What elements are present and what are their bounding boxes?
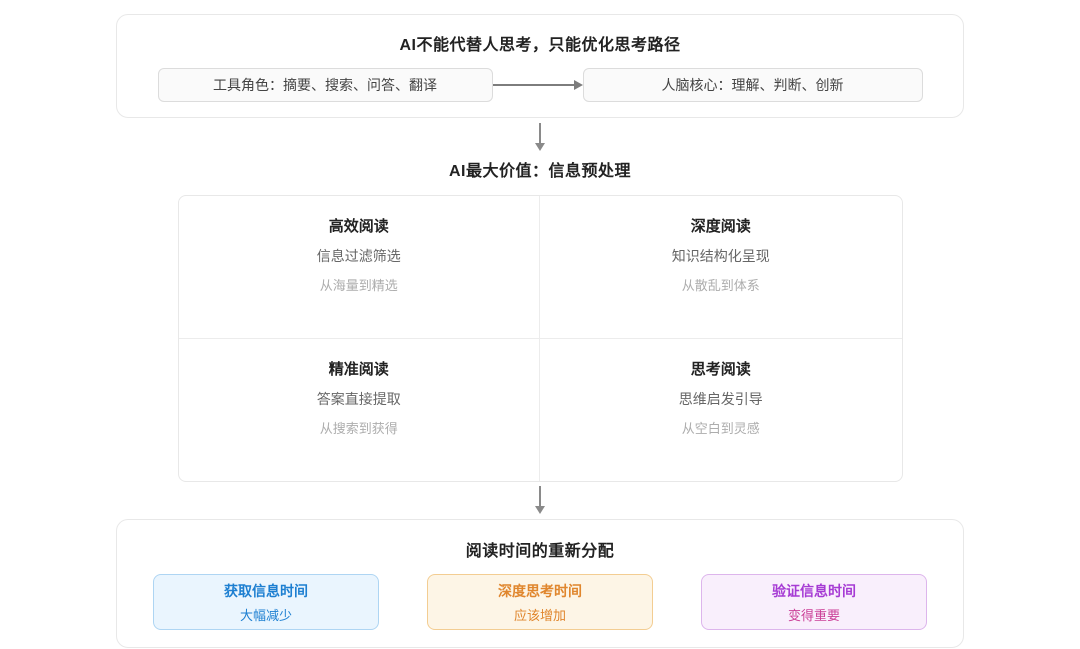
arrow-right-icon bbox=[492, 80, 583, 90]
ai-role-panel: AI不能代替人思考，只能优化思考路径 工具角色：摘要、搜索、问答、翻译 人脑核心… bbox=[116, 14, 964, 118]
arrow-stem bbox=[539, 486, 541, 506]
preprocessing-heading: AI最大价值：信息预处理 bbox=[448, 163, 631, 180]
quadrant-thinking-reading: 思考阅读 思维启发引导 从空白到灵感 bbox=[540, 339, 902, 482]
arrow-head bbox=[535, 506, 545, 514]
quadrant-title: 深度阅读 bbox=[690, 218, 751, 235]
quadrant-note: 从海量到精选 bbox=[319, 278, 398, 293]
ai-role-panel-title: AI不能代替人思考，只能优化思考路径 bbox=[399, 37, 681, 54]
time-allocation-title: 阅读时间的重新分配 bbox=[465, 543, 615, 560]
time-card-subtitle: 变得重要 bbox=[787, 607, 840, 623]
arrow-head bbox=[573, 80, 583, 90]
arrow-head bbox=[535, 143, 545, 151]
brain-core-label: 人脑核心：理解、判断、创新 bbox=[661, 77, 844, 93]
time-card-title: 验证信息时间 bbox=[772, 582, 856, 599]
quadrant-note: 从搜索到获得 bbox=[319, 420, 398, 436]
quadrant-deep-reading: 深度阅读 知识结构化呈现 从散乱到体系 bbox=[540, 196, 902, 339]
arrow-down-icon bbox=[535, 486, 545, 514]
quadrant-note: 从空白到灵感 bbox=[681, 420, 760, 436]
quadrant-title: 高效阅读 bbox=[328, 218, 389, 235]
time-card-acquire-info: 获取信息时间 大幅减少 bbox=[153, 574, 379, 630]
arrow-stem bbox=[539, 123, 541, 143]
tool-role-label: 工具角色：摘要、搜索、问答、翻译 bbox=[213, 77, 437, 93]
arrow-line bbox=[492, 84, 574, 86]
time-card-subtitle: 大幅减少 bbox=[239, 607, 292, 623]
arrow-down-icon bbox=[535, 123, 545, 151]
time-allocation-panel: 阅读时间的重新分配 获取信息时间 大幅减少 深度思考时间 应该增加 验证信息时间… bbox=[116, 519, 964, 648]
quadrant-description: 思维启发引导 bbox=[678, 390, 763, 407]
tool-role-box: 工具角色：摘要、搜索、问答、翻译 bbox=[157, 68, 493, 102]
brain-core-box: 人脑核心：理解、判断、创新 bbox=[582, 68, 923, 102]
role-row: 工具角色：摘要、搜索、问答、翻译 人脑核心：理解、判断、创新 bbox=[117, 68, 963, 102]
time-card-title: 获取信息时间 bbox=[224, 582, 308, 599]
reading-modes-grid: 高效阅读 信息过滤筛选 从海量到精选 深度阅读 知识结构化呈现 从散乱到体系 精… bbox=[177, 195, 903, 482]
time-cards-row: 获取信息时间 大幅减少 深度思考时间 应该增加 验证信息时间 变得重要 bbox=[153, 574, 927, 630]
time-card-subtitle: 应该增加 bbox=[513, 607, 566, 623]
quadrant-description: 知识结构化呈现 bbox=[671, 248, 770, 264]
quadrant-description: 信息过滤筛选 bbox=[316, 248, 401, 264]
time-card-title: 深度思考时间 bbox=[498, 582, 582, 599]
quadrant-description: 答案直接提取 bbox=[316, 390, 401, 407]
quadrant-note: 从散乱到体系 bbox=[681, 278, 760, 293]
quadrant-precise-reading: 精准阅读 答案直接提取 从搜索到获得 bbox=[179, 338, 540, 481]
quadrant-title: 思考阅读 bbox=[690, 360, 751, 378]
quadrant-efficient-reading: 高效阅读 信息过滤筛选 从海量到精选 bbox=[178, 196, 540, 339]
time-card-verify-info: 验证信息时间 变得重要 bbox=[701, 574, 927, 630]
time-card-deep-thinking: 深度思考时间 应该增加 bbox=[427, 574, 653, 630]
quadrant-title: 精准阅读 bbox=[328, 360, 389, 378]
